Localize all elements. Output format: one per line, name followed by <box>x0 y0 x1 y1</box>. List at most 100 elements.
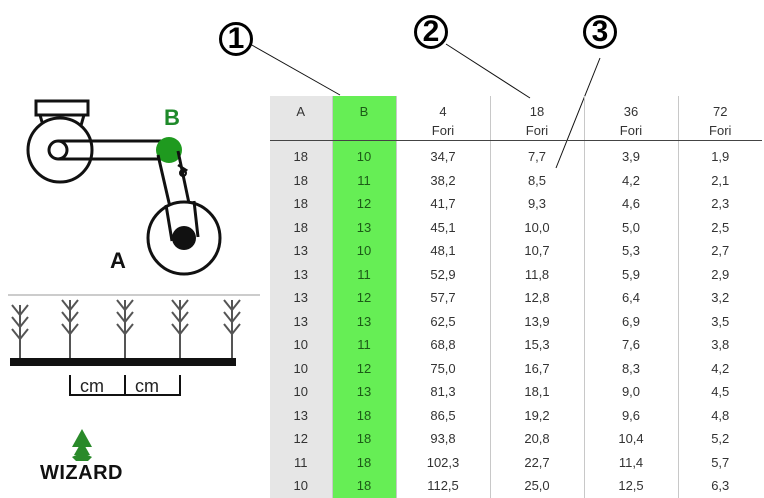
table-cell: 2,9 <box>677 262 762 286</box>
brand-name: WIZARD <box>40 462 123 484</box>
column-header-value: B <box>359 104 369 119</box>
table-cell: 52,9 <box>395 262 490 286</box>
table-cell: 10 <box>270 474 332 498</box>
table-cell: 13 <box>270 262 332 286</box>
table-cell: 3,5 <box>677 309 762 333</box>
table-cell: 10 <box>270 380 332 404</box>
table-cell: 20,8 <box>489 427 584 451</box>
table-cell: 11 <box>331 262 396 286</box>
table-cell: 13,9 <box>489 309 584 333</box>
table-cell: 57,7 <box>395 286 490 310</box>
table-cell: 18 <box>270 168 332 192</box>
table-cell: 2,7 <box>677 239 762 263</box>
sprocket-b-icon <box>156 137 182 163</box>
column-header: B <box>331 96 396 141</box>
column-header-unit: Fori <box>525 123 549 138</box>
column-header-unit: Fori <box>709 123 732 138</box>
table-cell: 86,5 <box>395 403 490 427</box>
table-cell: 4,2 <box>583 168 678 192</box>
table-cell: 13 <box>270 286 332 310</box>
table-cell: 5,2 <box>677 427 762 451</box>
drive-diagram <box>8 99 260 461</box>
table-cell: 4,2 <box>677 356 762 380</box>
column-header: A <box>270 96 332 141</box>
table-cell: 11 <box>331 333 396 357</box>
table-cell: 45,1 <box>395 215 490 239</box>
table-cell: 18,1 <box>489 380 584 404</box>
table-cell: 1,9 <box>677 140 762 169</box>
table-cell: 7,6 <box>583 333 678 357</box>
table-cell: 10 <box>270 356 332 380</box>
table-cell: 18 <box>270 140 332 169</box>
column-header-value: 72 <box>713 104 728 119</box>
table-cell: 38,2 <box>395 168 490 192</box>
table-cell: 8,5 <box>489 168 584 192</box>
table-cell: 18 <box>331 450 396 474</box>
column-header-unit: Fori <box>431 123 455 138</box>
table-cell: 2,3 <box>677 192 762 216</box>
label-a: A <box>110 248 126 273</box>
table-cell: 22,7 <box>489 450 584 474</box>
table-cell: 41,7 <box>395 192 490 216</box>
table-cell: 68,8 <box>395 333 490 357</box>
table-cell: 12,8 <box>489 286 584 310</box>
table-cell: 16,7 <box>489 356 584 380</box>
table-cell: 11 <box>331 168 396 192</box>
table-cell: 10,4 <box>583 427 678 451</box>
table-cell: 11 <box>270 450 332 474</box>
motor-icon <box>26 99 94 184</box>
table-cell: 13 <box>270 309 332 333</box>
table-cell: 6,3 <box>677 474 762 498</box>
table-cell: 6,9 <box>583 309 678 333</box>
table-cell: 15,3 <box>489 333 584 357</box>
table-cell: 12 <box>331 356 396 380</box>
wizard-logo-icon <box>72 429 92 461</box>
table-cell: 81,3 <box>395 380 490 404</box>
table-cell: 3,9 <box>583 140 678 169</box>
table-cell: 93,8 <box>395 427 490 451</box>
table-cell: 18 <box>331 403 396 427</box>
table-cell: 12 <box>270 427 332 451</box>
table-cell: 2,5 <box>677 215 762 239</box>
callout-3: 3 <box>583 15 617 49</box>
table-cell: 112,5 <box>395 474 490 498</box>
label-b: B <box>164 105 180 130</box>
table-cell: 13 <box>331 215 396 239</box>
table-cell: 10 <box>270 333 332 357</box>
table-cell: 34,7 <box>395 140 490 169</box>
callout-1: 1 <box>219 22 253 56</box>
column-header-value: 36 <box>623 104 639 119</box>
column-header-value: 4 <box>439 104 447 119</box>
table-cell: 18 <box>270 215 332 239</box>
table-cell: 13 <box>270 239 332 263</box>
table-cell: 9,3 <box>489 192 584 216</box>
table-cell: 10,0 <box>489 215 584 239</box>
table-cell: 11,4 <box>583 450 678 474</box>
table-cell: 5,3 <box>583 239 678 263</box>
table-cell: 5,9 <box>583 262 678 286</box>
table-cell: 4,8 <box>677 403 762 427</box>
table-cell: 18 <box>270 192 332 216</box>
column-header-value: A <box>296 104 306 119</box>
sprocket-a-icon <box>146 200 222 276</box>
table-cell: 13 <box>331 309 396 333</box>
table-cell: 9,0 <box>583 380 678 404</box>
column-header-value: 18 <box>529 104 545 119</box>
